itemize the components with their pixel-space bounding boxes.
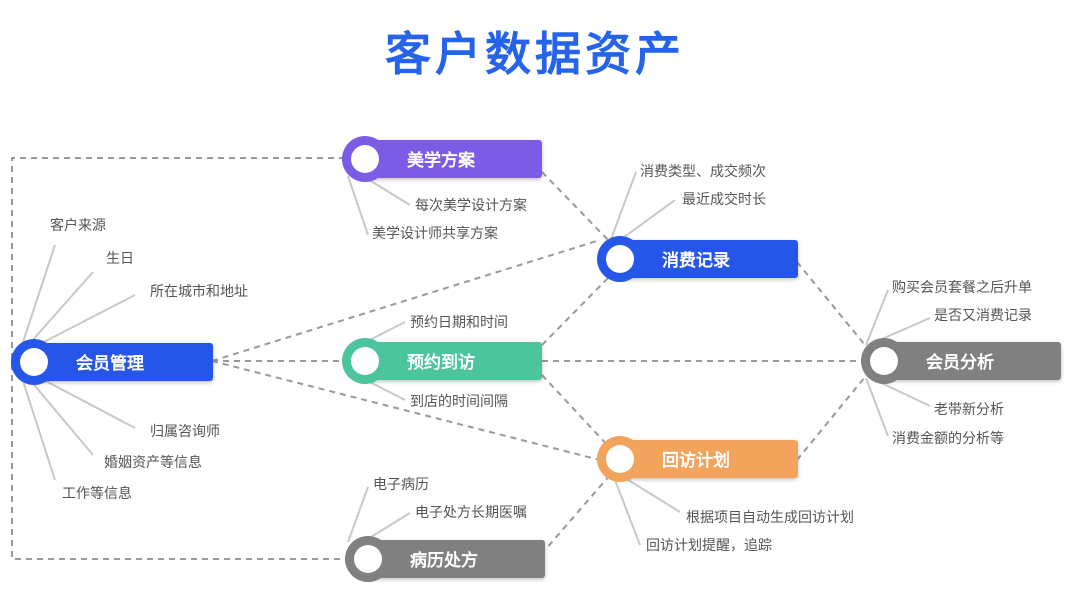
annotation-text: 老带新分析	[934, 402, 1004, 418]
annotation-text: 工作等信息	[62, 485, 132, 502]
node-analysis-bar	[882, 342, 1061, 380]
page-title: 客户数据资产	[385, 27, 685, 81]
leader-line	[614, 479, 641, 546]
leader-line	[365, 512, 411, 541]
leader-line	[347, 486, 369, 543]
leader-line	[874, 317, 931, 343]
connector-followup-records	[544, 474, 611, 551]
node-consumption-hole	[606, 245, 634, 273]
annotation-text: 消费类型、成交频次	[640, 163, 766, 180]
node-appointment-hole	[351, 347, 379, 375]
leader-line	[874, 379, 931, 407]
annotations: 客户来源 生日 所在城市和地址 归属咨询师 婚姻资产等信息 工作等信息 每次美学…	[50, 163, 1032, 554]
annotation-text: 电子处方长期医嘱	[415, 505, 527, 521]
node-member-label: 会员管理	[76, 353, 144, 374]
leader-line	[365, 321, 406, 343]
connector-appointment-consumption	[541, 275, 611, 346]
leader-line	[21, 377, 56, 481]
annotation-text: 客户来源	[50, 217, 106, 234]
leader-line	[365, 379, 406, 401]
leader-line	[609, 171, 637, 243]
connector-member-consumption	[211, 239, 601, 362]
node-records-bar	[366, 540, 545, 578]
node-aesthetic-hole	[351, 145, 379, 173]
leader-line	[619, 199, 676, 241]
node-analysis-label: 会员分析	[926, 352, 994, 373]
annotation-text: 是否又消费记录	[934, 308, 1032, 324]
leader-line	[865, 377, 889, 437]
node-member-bar	[32, 343, 213, 381]
connector-followup-analysis	[796, 376, 866, 461]
node-records-label: 病历处方	[410, 550, 478, 571]
annotation-text: 所在城市和地址	[150, 283, 248, 300]
leader-line	[29, 271, 94, 344]
leader-line	[21, 244, 56, 346]
node-appointment[interactable]: 预约到访	[342, 338, 542, 384]
annotation-text: 最近成交时长	[682, 191, 766, 208]
annotation-text: 消费金额的分析等	[892, 430, 1004, 447]
annotation-text: 电子病历	[373, 477, 429, 493]
node-consumption-bar	[618, 240, 798, 278]
node-appointment-label: 预约到访	[407, 352, 475, 373]
connector-aesthetic-consumption	[541, 171, 611, 243]
annotation-text: 预约日期和时间	[410, 315, 508, 331]
node-aesthetic-label: 美学方案	[407, 150, 476, 171]
annotation-text: 到店的时间间隔	[410, 394, 508, 410]
annotation-text: 美学设计师共享方案	[372, 225, 498, 242]
leader-line	[347, 175, 369, 236]
annotation-text: 婚姻资产等信息	[104, 454, 202, 471]
node-appointment-bar	[363, 342, 542, 380]
annotation-text: 生日	[106, 251, 134, 267]
leader-line	[41, 294, 136, 344]
leader-line	[365, 177, 411, 206]
annotation-text: 归属咨询师	[150, 423, 220, 440]
node-followup-bar	[618, 440, 798, 478]
node-aesthetic[interactable]: 美学方案	[342, 136, 542, 182]
node-aesthetic-bar	[363, 140, 542, 178]
node-analysis[interactable]: 会员分析	[861, 338, 1061, 384]
leader-lines	[21, 171, 931, 546]
leader-line	[624, 477, 681, 513]
annotation-text: 回访计划提醒，追踪	[646, 538, 772, 554]
node-followup-hole	[606, 445, 634, 473]
leader-line	[865, 289, 889, 346]
leader-line	[29, 379, 94, 456]
node-records-hole	[354, 545, 382, 573]
node-member[interactable]: 会员管理	[11, 339, 213, 385]
node-followup-label: 回访计划	[662, 450, 730, 471]
connector-member-followup	[211, 360, 601, 461]
node-records[interactable]: 病历处方	[345, 536, 545, 582]
annotation-text: 每次美学设计方案	[415, 197, 527, 214]
node-analysis-hole	[870, 347, 898, 375]
node-consumption-label: 消费记录	[662, 250, 730, 271]
node-followup[interactable]: 回访计划	[597, 436, 798, 482]
connector-appointment-followup	[541, 374, 611, 449]
node-member-hole	[20, 348, 48, 376]
annotation-text: 购买会员套餐之后升单	[892, 280, 1032, 296]
node-consumption[interactable]: 消费记录	[597, 236, 798, 282]
connector-consumption-analysis	[796, 261, 866, 346]
annotation-text: 根据项目自动生成回访计划	[686, 510, 854, 526]
leader-line	[41, 378, 136, 429]
